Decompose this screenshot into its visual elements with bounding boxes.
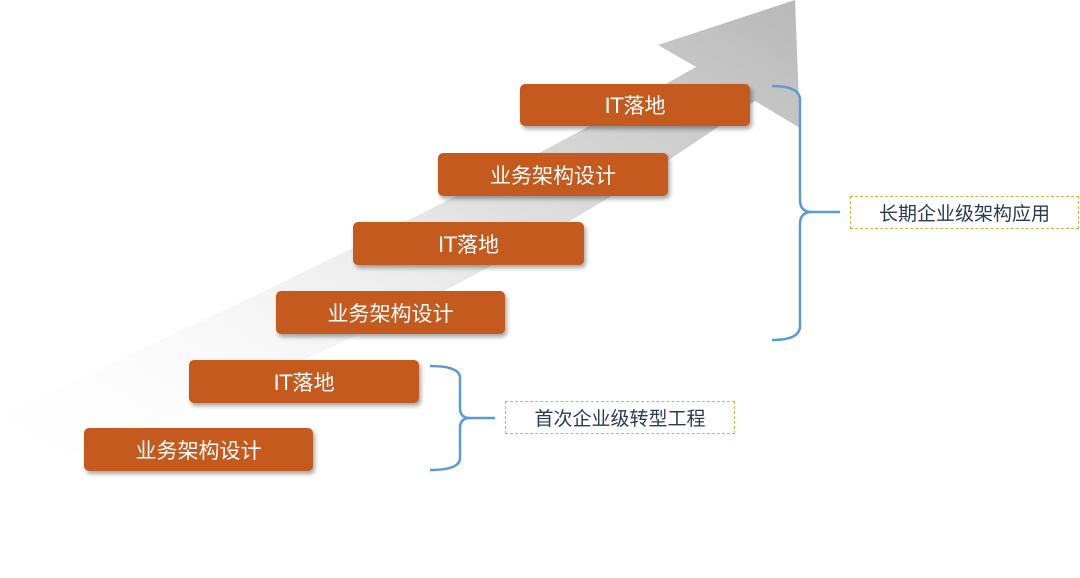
long-term-brace: [771, 84, 840, 342]
first-brace: [429, 364, 495, 472]
first-transformation-label: 首次企业级转型工程: [505, 401, 735, 434]
step-3-business-architecture: 业务架构设计: [276, 291, 505, 334]
step-1-business-architecture: 业务架构设计: [84, 428, 313, 471]
step-2-it-implementation: IT落地: [189, 360, 419, 403]
step-6-it-implementation: IT落地: [520, 84, 750, 126]
step-4-it-implementation: IT落地: [353, 222, 584, 265]
long-term-application-label: 长期企业级架构应用: [850, 196, 1079, 229]
step-5-business-architecture: 业务架构设计: [438, 153, 668, 196]
